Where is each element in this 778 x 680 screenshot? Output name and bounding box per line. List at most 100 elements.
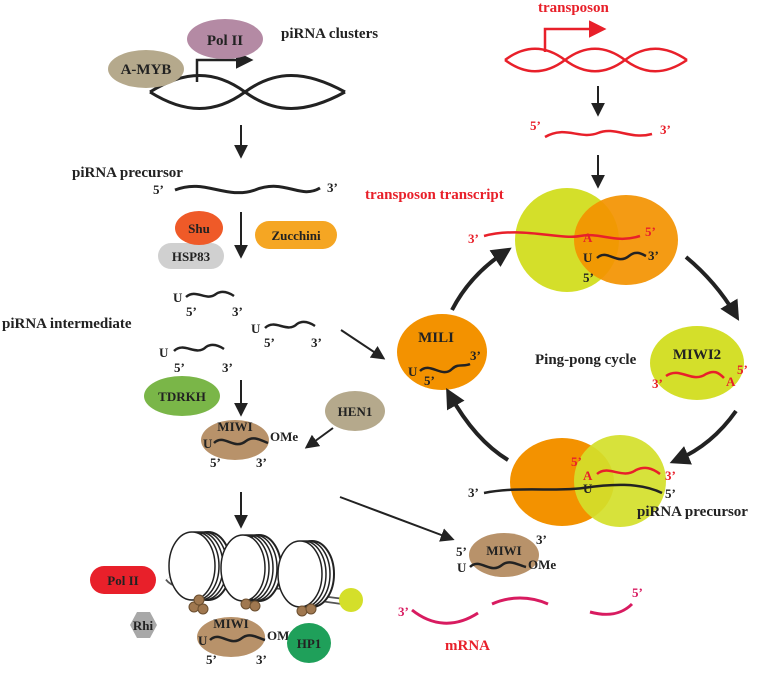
miwi-five: 5’	[210, 455, 221, 470]
miwi-bottom-three: 3’	[256, 652, 267, 667]
bottom-lime-node	[574, 435, 666, 527]
transcript-label: transposon transcript	[365, 187, 504, 203]
hen1-node	[325, 391, 385, 431]
miwi-mrna-u: U	[457, 560, 467, 575]
miwi2-pirna	[665, 370, 725, 379]
polii-label: Pol II	[207, 33, 243, 49]
precursor-five: 5’	[153, 182, 164, 197]
arrow-intermediate-to-mili	[340, 329, 386, 360]
miwi2-three: 3’	[652, 376, 663, 391]
bottom-u: U	[583, 481, 593, 496]
mili-three: 3’	[470, 348, 481, 363]
int1-five: 5’	[186, 304, 197, 319]
miwi-mrna-pirna	[469, 561, 527, 570]
top-pirna	[596, 251, 647, 261]
miwi-pirna	[213, 437, 269, 446]
miwi-mrna-five: 5’	[456, 544, 467, 559]
amyb-label: A-MYB	[121, 62, 172, 78]
zucchini-label: Zucchini	[271, 228, 321, 243]
top-a: A	[583, 230, 593, 245]
int1-rna	[185, 290, 235, 299]
right-precursor-label: piRNA precursor	[637, 504, 748, 520]
int3-five: 5’	[174, 360, 185, 375]
miwi-node	[201, 420, 269, 460]
nucleosome-1	[168, 531, 232, 601]
bottom-three-red: 3’	[665, 468, 676, 483]
top-transcript	[483, 231, 641, 241]
miwi-u: U	[203, 436, 213, 451]
intermediate-label: piRNA intermediate	[2, 316, 132, 332]
miwi-ome: OMe	[270, 429, 298, 444]
int2-u: U	[251, 321, 261, 336]
polii-node	[187, 19, 263, 59]
int2-three: 3’	[311, 335, 322, 350]
shu-node	[175, 211, 223, 245]
int2-five: 5’	[264, 335, 275, 350]
polii-bottom-label: Pol II	[107, 573, 138, 588]
transposon-rna	[544, 129, 653, 139]
tdrkh-label: TDRKH	[158, 389, 206, 404]
int3-rna	[173, 343, 225, 353]
miwi-mrna-three: 3’	[536, 532, 547, 547]
rhi-label: Rhi	[133, 618, 154, 633]
nucleosome-3	[277, 540, 335, 608]
cycle-arrow-mili-to-top	[450, 247, 512, 311]
mrna-label: mRNA	[445, 638, 490, 654]
miwi-mrna-ome: OMe	[528, 557, 556, 572]
cycle-arrow-miwi2-to-bottom	[669, 409, 738, 465]
miwi-bottom-label: MIWI	[213, 616, 248, 631]
transposon-promoter-arrow	[543, 20, 607, 52]
mili-u: U	[408, 364, 418, 379]
transposon-label: transposon	[538, 0, 610, 16]
miwi-bottom-pirna	[209, 634, 266, 643]
miwi2-label: MIWI2	[673, 347, 721, 363]
miwi2-node	[650, 326, 744, 400]
clusters-label: piRNA clusters	[281, 26, 378, 42]
mili-label: MILI	[418, 330, 454, 346]
miwi-three: 3’	[256, 455, 267, 470]
bottom-transcript-red	[596, 466, 661, 476]
top-three: 3’	[648, 248, 659, 263]
transposon-dna	[504, 47, 688, 73]
hsp83-label: HSP83	[172, 249, 211, 264]
hp1-node	[287, 623, 331, 663]
bottom-three: 3’	[468, 485, 479, 500]
bottom-five: 5’	[665, 486, 676, 501]
zucchini-node	[255, 221, 337, 249]
precursor-three: 3’	[327, 180, 338, 195]
arrow-hen1-to-miwi	[304, 427, 334, 449]
miwi2-a: A	[726, 374, 736, 389]
int2-rna	[264, 320, 316, 330]
miwi-bottom-u: U	[198, 633, 208, 648]
transposon-rna-five: 5’	[530, 118, 541, 133]
transposon-rna-three: 3’	[660, 122, 671, 137]
cluster-promoter-arrow	[195, 51, 254, 82]
miwi2-five: 5’	[737, 362, 748, 377]
int3-three: 3’	[222, 360, 233, 375]
miwi-bottom-five: 5’	[206, 652, 217, 667]
top-five: 5’	[583, 270, 594, 285]
bottom-five-red: 5’	[571, 454, 582, 469]
miwi-label: MIWI	[217, 419, 252, 434]
hp1-label: HP1	[297, 636, 322, 651]
precursor-rna	[174, 184, 321, 195]
mili-five: 5’	[424, 373, 435, 388]
miwi-mrna-label: MIWI	[486, 543, 521, 558]
amyb-node	[108, 50, 184, 88]
cycle-arrow-bottom-to-mili	[446, 388, 510, 462]
top-orange-node	[574, 195, 678, 285]
hen1-label: HEN1	[338, 404, 373, 419]
tdrkh-node	[144, 376, 220, 416]
top-u: U	[583, 250, 593, 265]
mili-pirna	[419, 362, 471, 374]
mrna-strand	[411, 596, 634, 625]
yellow-dot	[339, 588, 363, 612]
bottom-a: A	[583, 468, 593, 483]
mili-node	[397, 314, 487, 390]
top-three-red: 3’	[468, 231, 479, 246]
precursor-label: piRNA precursor	[72, 165, 183, 181]
arrow-miwi-to-mrna	[339, 496, 455, 542]
nucleosome-2	[220, 534, 282, 602]
cycle-arrow-top-to-miwi2	[684, 255, 740, 321]
